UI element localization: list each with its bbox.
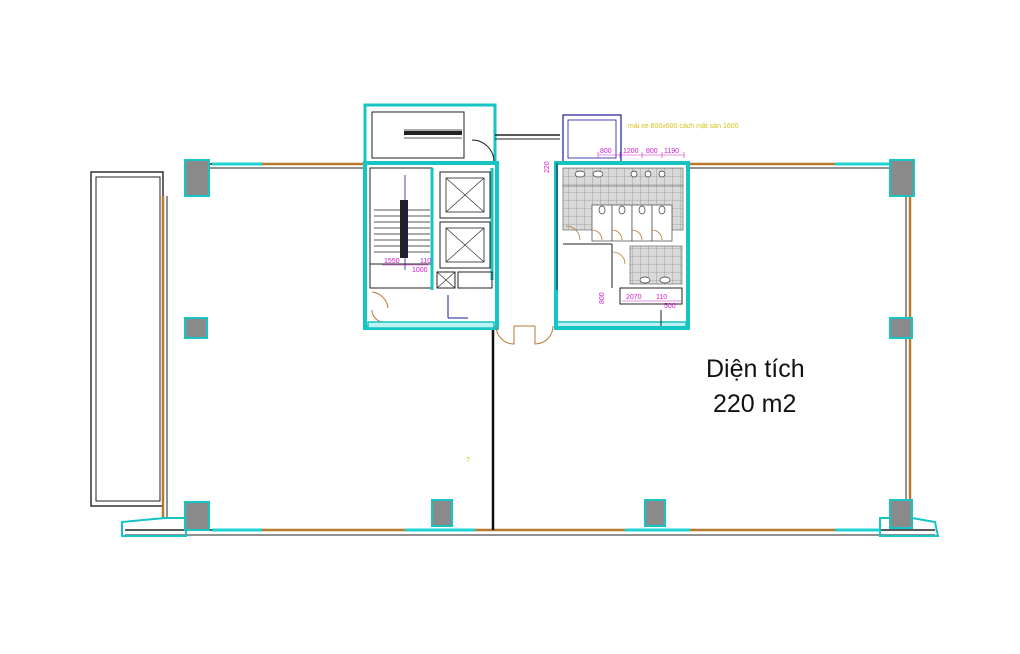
column [184, 159, 210, 197]
dim-wc-110: 110 [656, 294, 667, 301]
dim-wc-800b: 800 [646, 148, 658, 155]
dim-stair-1000: 1000 [412, 267, 428, 274]
dim-stair-110: 110 [420, 258, 431, 265]
small-note: ? [466, 457, 470, 464]
column [889, 499, 913, 529]
dim-wc-800a: 800 [600, 148, 612, 155]
dim-wc-1190: 1190 [664, 148, 679, 155]
upper-stair [363, 103, 560, 165]
column [889, 317, 913, 339]
dimension-lines [382, 152, 685, 302]
dim-wc-800-vertical: 800 [599, 292, 606, 304]
restroom-block [554, 114, 690, 330]
dim-wc-1200: 1200 [623, 148, 639, 155]
dim-wc-500: 500 [664, 303, 676, 310]
column [644, 499, 666, 527]
dim-stair-1550: 1550 [384, 258, 400, 265]
dim-wc-220: 220 [544, 161, 551, 173]
column [184, 501, 210, 531]
area-label-title: Diện tích [706, 355, 805, 383]
column [184, 317, 208, 339]
left-balcony [90, 171, 164, 507]
stair-core [363, 161, 499, 330]
column [431, 499, 453, 527]
skylight-note: mái xe 600x600 cách mặt sàn 1600 [628, 123, 739, 130]
lobby-wall [367, 321, 687, 345]
floor-outline [121, 162, 940, 537]
dimension-labels: 1550 1000 110 800 1200 800 1190 220 800 … [384, 148, 679, 310]
area-label-value: 220 m2 [713, 390, 796, 418]
column [889, 159, 915, 197]
structural-columns [184, 159, 915, 531]
dim-wc-2070: 2070 [626, 294, 642, 301]
